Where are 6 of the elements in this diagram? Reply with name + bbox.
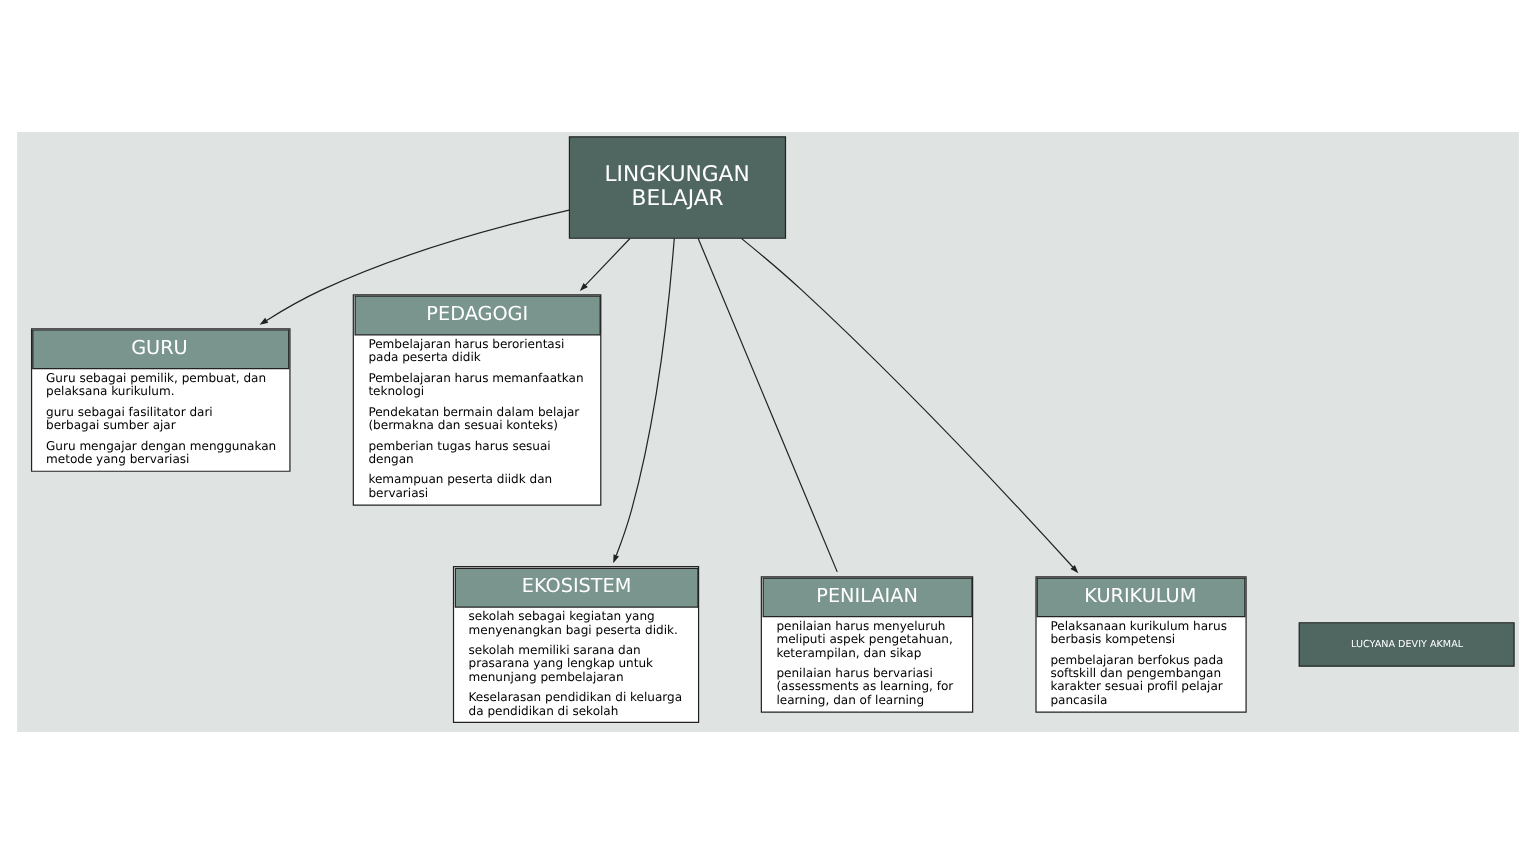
arrow [259, 208, 570, 324]
arrow [740, 236, 1079, 573]
arrow [613, 236, 675, 563]
connector [697, 236, 838, 572]
node-box: LINGKUNGAN BELAJAR [568, 135, 787, 238]
arrow [579, 236, 631, 291]
